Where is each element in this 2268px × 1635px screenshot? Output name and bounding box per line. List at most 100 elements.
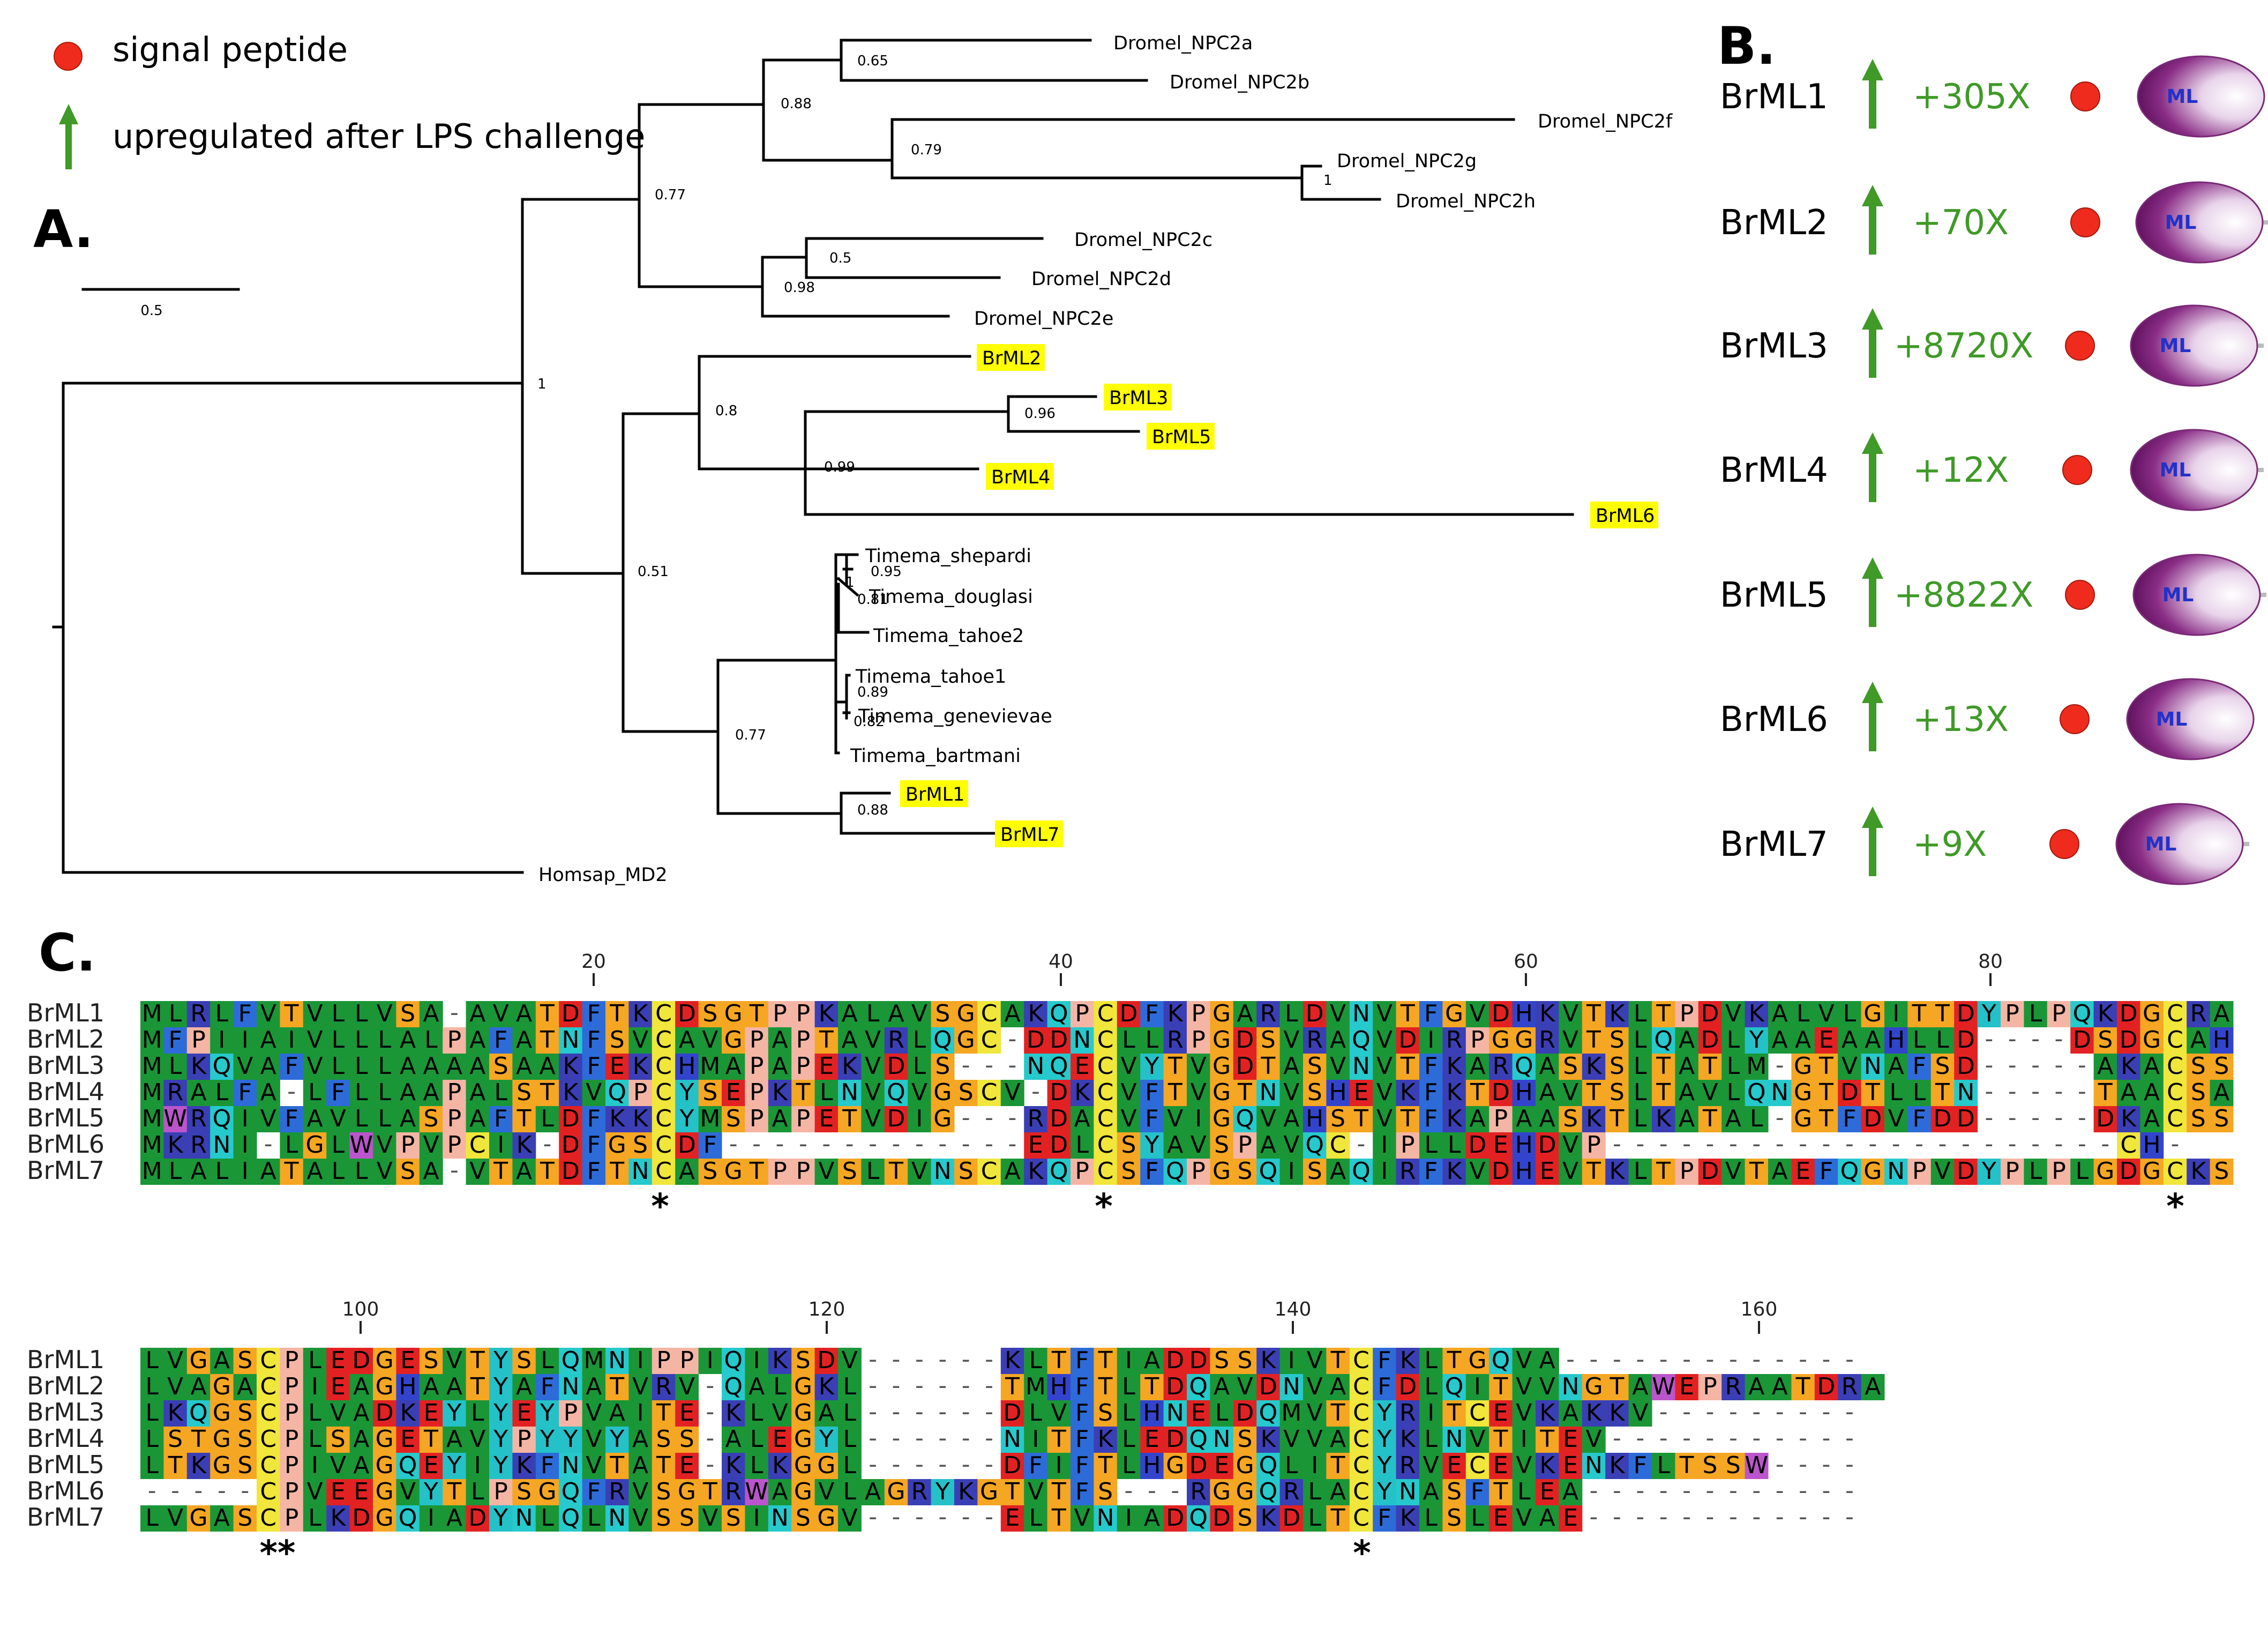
ml-domain <box>2130 429 2258 511</box>
svg-text:D: D <box>1817 1373 1836 1400</box>
ml-domain <box>2132 554 2261 636</box>
svg-text:N: N <box>562 1373 579 1400</box>
protein-name: BrML3 <box>1720 326 1828 366</box>
svg-text:D: D <box>2120 1158 2138 1185</box>
svg-text:-: - <box>1706 1130 1715 1158</box>
svg-text:L: L <box>285 1131 298 1159</box>
svg-text:P: P <box>2052 1158 2066 1185</box>
leaf-highlight <box>900 780 968 807</box>
svg-text:P: P <box>1912 1158 1927 1185</box>
svg-text:Q: Q <box>608 1079 626 1106</box>
svg-text:T: T <box>1586 1158 1601 1185</box>
svg-text:C: C <box>1097 1052 1114 1080</box>
svg-text:P: P <box>517 1425 532 1453</box>
svg-text:A: A <box>260 1026 276 1054</box>
svg-text:-: - <box>1985 1130 1993 1158</box>
svg-text:-: - <box>2078 1130 2086 1158</box>
svg-text:-: - <box>2031 1130 2040 1158</box>
svg-text:T: T <box>702 1478 717 1505</box>
svg-text:K: K <box>168 1131 184 1159</box>
svg-text:L: L <box>1215 1399 1229 1427</box>
svg-text:K: K <box>958 1478 974 1505</box>
svg-text:M: M <box>700 1052 720 1080</box>
svg-text:S: S <box>517 1478 532 1505</box>
svg-text:-: - <box>1776 1104 1784 1131</box>
svg-text:-: - <box>1659 1477 1668 1504</box>
svg-text:H: H <box>678 1052 695 1080</box>
svg-text:D: D <box>1492 1079 1510 1106</box>
fold-change: +9X <box>1913 825 1987 864</box>
svg-text:T: T <box>493 1158 508 1185</box>
fold-change: +13X <box>1913 700 2009 740</box>
svg-text:D: D <box>1957 1105 1975 1132</box>
svg-text:S: S <box>796 1504 811 1532</box>
svg-text:A: A <box>1632 1373 1648 1400</box>
svg-text:P: P <box>285 1425 299 1453</box>
svg-text:A: A <box>1795 1026 1811 1054</box>
svg-text:P: P <box>447 1105 462 1132</box>
svg-text:T: T <box>1586 1000 1601 1027</box>
svg-text:-: - <box>1659 1503 1668 1531</box>
svg-text:Q: Q <box>1189 1373 1208 1400</box>
svg-text:-: - <box>822 1130 830 1158</box>
svg-text:V: V <box>1376 1079 1393 1106</box>
svg-text:V: V <box>1191 1131 1207 1159</box>
svg-text:A: A <box>2097 1052 2113 1080</box>
svg-text:L: L <box>1889 1079 1903 1106</box>
svg-text:S: S <box>1238 1347 1253 1374</box>
svg-text:L: L <box>378 1105 391 1132</box>
svg-text:D: D <box>1701 1026 1719 1054</box>
conserved-cysteine-mark: * <box>1095 1187 1112 1227</box>
svg-text:-: - <box>892 1346 901 1373</box>
svg-text:G: G <box>933 1079 952 1106</box>
svg-text:D: D <box>352 1504 370 1532</box>
svg-text:G: G <box>2096 1158 2114 1185</box>
svg-text:L: L <box>913 1026 926 1054</box>
svg-text:-: - <box>1752 1130 1761 1158</box>
svg-text:-: - <box>1845 1424 1854 1452</box>
svg-text:T: T <box>1818 1079 1833 1106</box>
svg-text:-: - <box>892 1130 901 1158</box>
svg-text:Y: Y <box>446 1399 461 1427</box>
svg-text:K: K <box>1260 1504 1276 1532</box>
svg-text:A: A <box>842 1026 858 1054</box>
svg-text:V: V <box>1120 1079 1136 1106</box>
svg-text:F: F <box>494 1026 507 1054</box>
svg-text:G: G <box>376 1373 394 1400</box>
svg-text:S: S <box>237 1452 252 1479</box>
conserved-cysteine-mark: * <box>651 1187 669 1227</box>
svg-text:D: D <box>1004 1452 1022 1479</box>
svg-text:T: T <box>1447 1399 1462 1427</box>
svg-text:-: - <box>2031 1078 2040 1105</box>
svg-text:A: A <box>2144 1052 2160 1080</box>
svg-text:F: F <box>1471 1478 1484 1505</box>
svg-text:K: K <box>1400 1347 1416 1374</box>
svg-text:R: R <box>1028 1105 1044 1132</box>
svg-text:S: S <box>1238 1158 1253 1185</box>
svg-text:-: - <box>2055 1130 2063 1158</box>
svg-text:-: - <box>1962 1130 1970 1158</box>
svg-text:G: G <box>305 1131 324 1159</box>
svg-text:-: - <box>938 1503 947 1531</box>
svg-text:V: V <box>260 1105 276 1132</box>
signal-peptide-icon <box>2070 207 2100 237</box>
svg-text:L: L <box>1634 1105 1647 1132</box>
svg-text:T: T <box>1935 1079 1950 1106</box>
svg-text:R: R <box>609 1478 625 1505</box>
svg-text:L: L <box>1075 1131 1089 1159</box>
svg-text:I: I <box>1056 1452 1062 1479</box>
svg-text:V: V <box>865 1026 881 1054</box>
svg-text:Y: Y <box>493 1452 508 1479</box>
panel-label-b: B. <box>1717 16 1776 76</box>
svg-text:T: T <box>423 1425 438 1453</box>
svg-text:T: T <box>1493 1373 1508 1400</box>
svg-text:S: S <box>2191 1052 2206 1080</box>
conserved-cysteine-mark: * <box>1353 1534 1371 1573</box>
svg-text:V: V <box>1283 1425 1299 1453</box>
svg-text:K: K <box>1167 1000 1184 1027</box>
svg-text:S: S <box>168 1425 183 1453</box>
svg-text:A: A <box>400 1079 416 1106</box>
svg-text:Q: Q <box>562 1478 580 1505</box>
